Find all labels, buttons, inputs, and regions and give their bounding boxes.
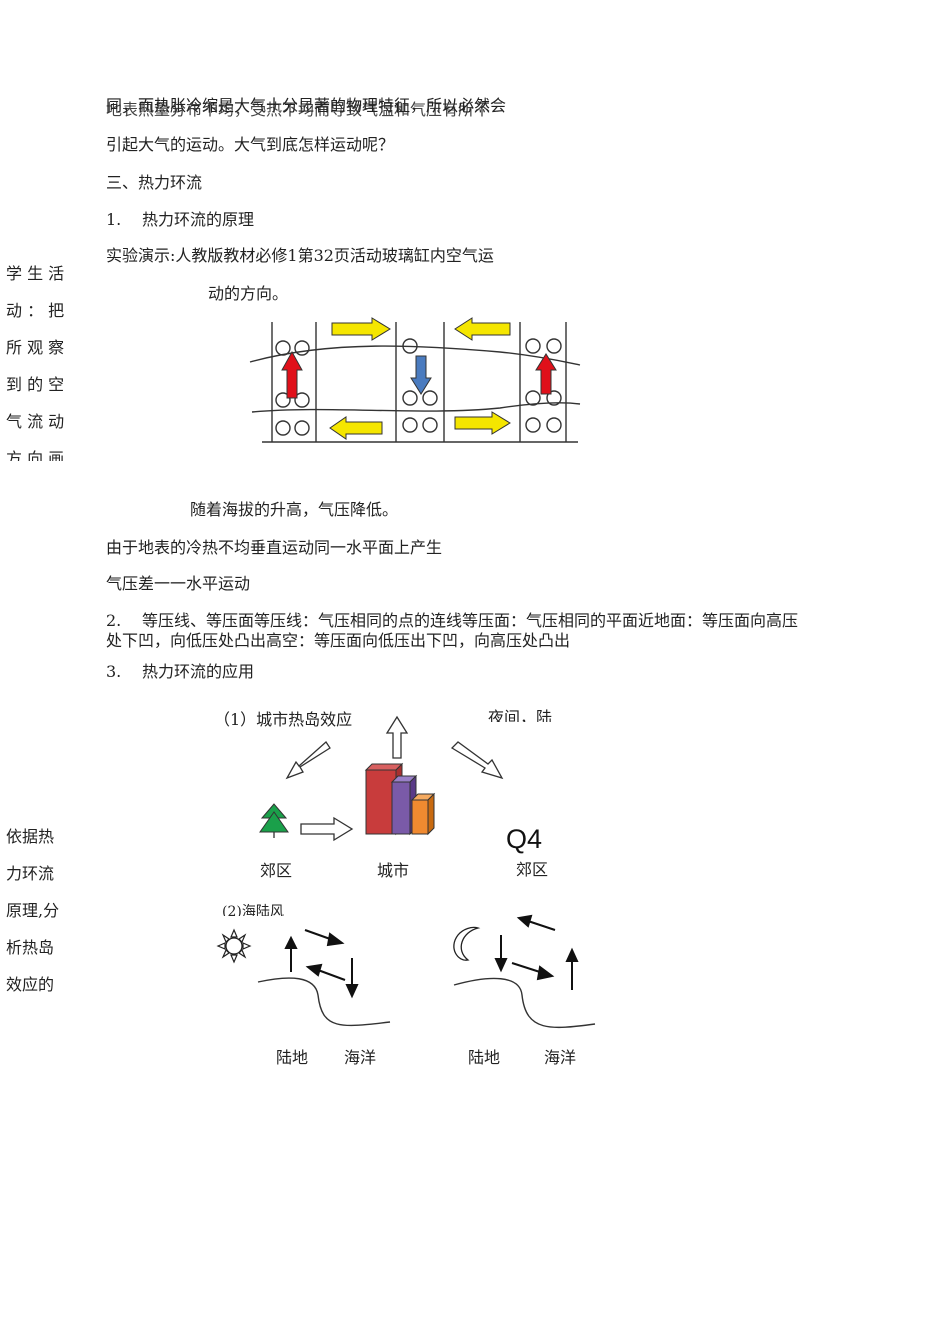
para-line1: 同，而热胀冷缩是大气十分显著的物理特征，所以必然会: [106, 96, 507, 115]
sea-land-caption: (2)海陆风: [222, 904, 284, 916]
item3-text: 热力环流的应用: [142, 662, 255, 681]
side-note-line: 原理,分: [6, 901, 60, 920]
side-note-line: 依据热: [6, 827, 55, 846]
q4-label: Q4: [506, 824, 542, 854]
item2-number: 2.: [106, 611, 122, 630]
side-note-line: 动 ： 把: [6, 301, 65, 320]
arrow-up-city: [385, 715, 409, 759]
side-note-activity: 学 生 活 动 ： 把 所 观 察 到 的 空 气 流 动 方 向 画: [6, 255, 76, 461]
label-night-land: 陆地: [468, 1048, 500, 1067]
label-night-sea: 海洋: [544, 1048, 576, 1067]
item2-line2: 处下凹，向低压处凸出高空：等压面向低压出下凹，向高压处凸出: [106, 631, 571, 650]
side-note-line: 气 流 动: [6, 412, 65, 431]
moon-icon: [453, 926, 481, 961]
label-suburb-left: 郊区: [260, 861, 292, 880]
para-line2: 引起大气的运动。大气到底怎样运动呢？: [106, 135, 395, 154]
arrow-right-top: [331, 317, 391, 341]
after-figure-line2: 由于地表的冷热不均垂直运动同一水平面上产生: [106, 538, 443, 557]
night-fragment: 夜间，陆: [488, 708, 553, 722]
experiment-line1: 实验演示:人教版教材必修1第32页活动玻璃缸内空气运: [106, 246, 494, 265]
label-suburb-right: 郊区: [516, 860, 548, 879]
tree-icon: [259, 803, 289, 838]
item3-number: 3.: [106, 662, 122, 681]
arrow-left-top: [454, 317, 511, 341]
after-figure-line1: 随着海拔的升高，气压降低。: [190, 500, 399, 519]
arrow-left-bottom: [329, 416, 383, 440]
experiment-line2: 动的方向。: [208, 284, 289, 303]
side-note-line: 所 观 察: [6, 338, 65, 357]
arrow-diag-right: [450, 741, 504, 780]
heat-island-caption: （1）城市热岛效应: [214, 710, 353, 729]
item1-text: 热力环流的原理: [142, 210, 255, 229]
side-note-line: 到 的 空: [6, 375, 65, 394]
side-note-line: 析热岛: [6, 938, 55, 957]
section-heading: 三、热力环流: [106, 173, 203, 192]
arrow-diag-left: [285, 741, 331, 780]
arrow-ground-right: [300, 816, 354, 842]
side-note-line: 力环流: [6, 864, 55, 883]
arrow-up-red-right: [535, 353, 557, 395]
side-note-analysis: 依据热 力环流 原理,分 析热岛 效应的: [6, 818, 76, 1003]
item2-line1: 等压线、等压面等压线：气压相同的点的连线等压面：气压相同的平面近地面：等压面向高…: [142, 611, 799, 630]
side-note-line: 效应的: [6, 975, 55, 994]
para-line1-overlap: 地表热量分布不均，受热不均而导致气温和气压有所不: [106, 100, 491, 119]
label-city: 城市: [377, 861, 409, 880]
item1-number: 1.: [106, 210, 122, 229]
after-figure-line3: 气压差一一水平运动: [106, 574, 251, 593]
arrow-down-blue: [410, 355, 432, 395]
arrow-up-red-left: [281, 350, 303, 399]
label-day-sea: 海洋: [344, 1048, 376, 1067]
city-buildings-icon: [364, 762, 436, 836]
sun-icon: [216, 928, 252, 964]
label-day-land: 陆地: [276, 1048, 308, 1067]
side-note-line: 方 向 画: [6, 449, 65, 461]
arrow-right-bottom: [454, 411, 511, 435]
side-note-line: 学 生 活: [6, 264, 65, 283]
